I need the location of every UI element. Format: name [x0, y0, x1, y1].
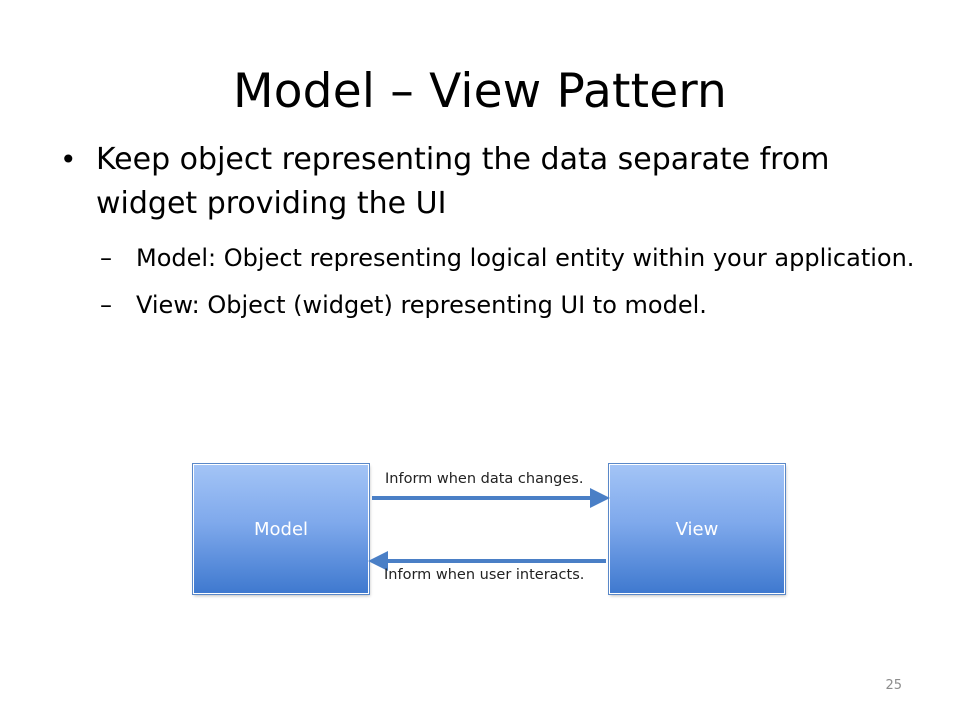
sub-bullet-marker: – [100, 291, 112, 319]
bullet-list: • Keep object representing the data sepa… [60, 138, 920, 324]
model-box-label: Model [253, 518, 309, 540]
slide-title: Model – View Pattern [232, 64, 728, 119]
bullet-text: Keep object representing the data separa… [96, 142, 830, 221]
bullet-item: • Keep object representing the data sepa… [60, 138, 920, 226]
arrow-label-data-changes: Inform when data changes. [385, 471, 584, 487]
bullet-marker: • [60, 143, 77, 176]
arrow-label-user-interacts: Inform when user interacts. [384, 567, 585, 583]
view-box-label: View [675, 518, 719, 540]
page-number: 25 [885, 678, 902, 693]
view-box: View [608, 463, 786, 595]
sub-bullet-item: – View: Object (widget) representing UI … [60, 287, 920, 324]
sub-bullet-text: Model: Object representing logical entit… [136, 244, 915, 272]
sub-bullet-text: View: Object (widget) representing UI to… [136, 291, 707, 319]
model-box: Model [192, 463, 370, 595]
sub-bullet-marker: – [100, 244, 112, 272]
sub-bullet-item: – Model: Object representing logical ent… [60, 240, 920, 277]
